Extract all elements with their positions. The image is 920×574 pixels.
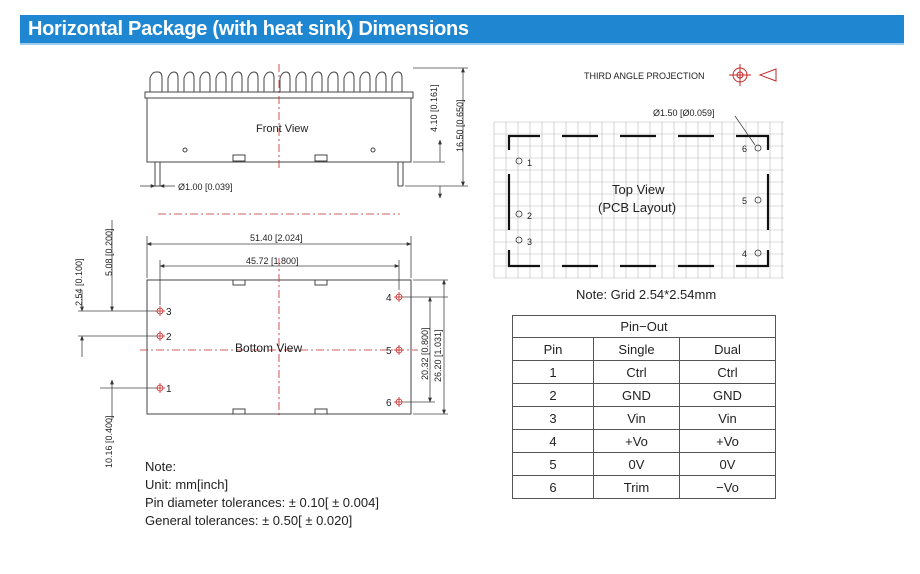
table-cell: 5 — [512, 452, 594, 476]
pcb-pin-1-label: 1 — [527, 158, 532, 168]
bottom-pin-2-label: 2 — [166, 332, 172, 343]
table-cell: Vin — [593, 406, 680, 430]
pcb-pin-6-label: 6 — [742, 144, 747, 154]
table-cell: GND — [679, 383, 776, 407]
notes-pin-tolerance: Pin diameter tolerances: ± 0.10[ ± 0.004… — [145, 495, 379, 510]
table-cell: −Vo — [679, 475, 776, 499]
table-cell: +Vo — [679, 429, 776, 453]
notes-unit: Unit: mm[inch] — [145, 477, 229, 492]
dim-height-pin: 4.10 [0.161] — [429, 84, 439, 132]
dim-length: 51.40 [2.024] — [250, 233, 303, 243]
dim-1016: 10.16 [0.400] — [104, 415, 114, 468]
table-row: 2 GND GND — [512, 383, 776, 407]
pcb-outline — [507, 134, 770, 268]
table-cell: GND — [593, 383, 680, 407]
notes-block: Note: Unit: mm[inch] Pin diameter tolera… — [145, 458, 379, 530]
table-cell: Trim — [593, 475, 680, 499]
dim-height-total: 16.50 [0.650] — [455, 99, 465, 152]
dim-pin-span: 45.72 [1.800] — [246, 256, 299, 266]
hole-dimension: Ø1.50 [Ø0.059] — [653, 108, 715, 118]
top-view-sublabel: (PCB Layout) — [598, 200, 676, 215]
pcb-pin-3-label: 3 — [527, 237, 532, 247]
pcb-pin-4-label: 4 — [742, 249, 747, 259]
dim-pin-diameter: Ø1.00 [0.039] — [178, 182, 233, 192]
table-cell: 0V — [593, 452, 680, 476]
pinout-header-single: Single — [593, 337, 680, 361]
pcb-pin-5-label: 5 — [742, 196, 747, 206]
table-cell: Vin — [679, 406, 776, 430]
bottom-view-dimensions — [78, 220, 448, 420]
pcb-holes — [515, 144, 762, 257]
bottom-view-label: Bottom View — [235, 341, 302, 355]
pinout-caption: Pin−Out — [512, 315, 776, 338]
table-row: 3 Vin Vin — [512, 406, 776, 430]
pinout-header-row: Pin Single Dual — [512, 337, 776, 361]
notes-general-tolerance: General tolerances: ± 0.50[ ± 0.020] — [145, 513, 353, 528]
front-view-dimensions — [140, 67, 468, 199]
title-underline — [20, 43, 904, 45]
table-row: 6 Trim −Vo — [512, 475, 776, 499]
pinout-table: Pin−Out Pin Single Dual 1 Ctrl Ctrl 2 GN… — [512, 315, 776, 499]
notes-heading: Note: — [145, 459, 177, 474]
table-cell: 2 — [512, 383, 594, 407]
dim-2032: 20.32 [0.800] — [420, 327, 430, 380]
pinout-header-pin: Pin — [512, 337, 594, 361]
bottom-pin-6-label: 6 — [386, 398, 392, 409]
dim-2620: 26.20 [1.031] — [433, 329, 443, 382]
table-cell: 1 — [512, 360, 594, 384]
bottom-view-pins — [155, 292, 404, 407]
table-row: 1 Ctrl Ctrl — [512, 360, 776, 384]
table-cell: +Vo — [593, 429, 680, 453]
dim-pitch-508: 5.08 [0.200] — [104, 228, 114, 276]
grid-note: Note: Grid 2.54*2.54mm — [576, 287, 717, 302]
top-view-label: Top View — [612, 182, 665, 197]
front-view-label: Front View — [256, 123, 308, 135]
heat-sink-fins — [149, 71, 403, 92]
table-cell: 0V — [679, 452, 776, 476]
table-cell: 3 — [512, 406, 594, 430]
third-angle-projection-icon — [729, 64, 777, 86]
table-row: 4 +Vo +Vo — [512, 429, 776, 453]
bottom-pin-1-label: 1 — [166, 384, 172, 395]
table-cell: 4 — [512, 429, 594, 453]
table-cell: Ctrl — [679, 360, 776, 384]
page-title: Horizontal Package (with heat sink) Dime… — [20, 15, 904, 43]
hole-leader — [734, 115, 756, 146]
table-row: 5 0V 0V — [512, 452, 776, 476]
bottom-pin-4-label: 4 — [386, 293, 392, 304]
bottom-pin-3-label: 3 — [166, 307, 172, 318]
pinout-header-dual: Dual — [679, 337, 776, 361]
pinout-caption-row: Pin−Out — [512, 315, 776, 338]
table-cell: 6 — [512, 475, 594, 499]
projection-label: THIRD ANGLE PROJECTION — [584, 71, 705, 81]
dim-pitch-254: 2.54 [0.100] — [74, 258, 84, 306]
bottom-pin-5-label: 5 — [386, 346, 392, 357]
pcb-pin-2-label: 2 — [527, 211, 532, 221]
pcb-grid — [493, 121, 784, 279]
table-cell: Ctrl — [593, 360, 680, 384]
